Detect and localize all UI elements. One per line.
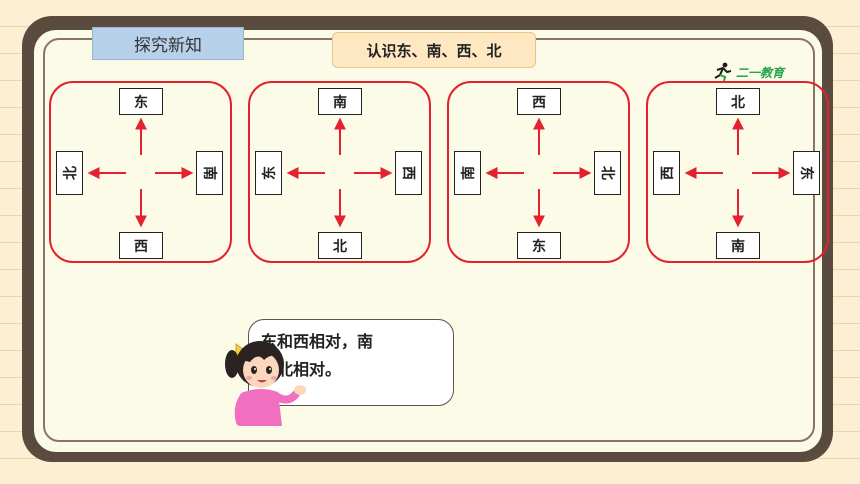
direction-diagram-2: [248, 81, 431, 263]
diagram-3-right-label: 北: [594, 151, 621, 195]
diagram-4-bottom-label: 南: [716, 232, 760, 259]
speech-line-1: 东和西相对，南: [261, 332, 374, 351]
diagram-2-right-label: 西: [395, 151, 422, 195]
direction-diagram-3: [447, 81, 630, 263]
girl-illustration: [225, 341, 306, 426]
diagram-3-bottom-label: 东: [517, 232, 561, 259]
diagram-1-left-label: 北: [56, 151, 83, 195]
runner-icon: [714, 62, 732, 82]
section-label: 探究新知: [92, 27, 244, 60]
diagram-1-bottom-label: 西: [119, 232, 163, 259]
diagram-4-left-label: 西: [653, 151, 680, 195]
diagram-3-left-label: 南: [454, 151, 481, 195]
diagram-3-top-label: 西: [517, 88, 561, 115]
section-label-text: 探究新知: [134, 36, 202, 56]
diagram-2-top-label: 南: [318, 88, 362, 115]
diagram-4-top-label: 北: [716, 88, 760, 115]
brand-logo-text: 二一教育: [736, 65, 785, 80]
topic-title: 认识东、南、西、北: [332, 32, 536, 68]
brand-logo: 二一教育: [712, 60, 784, 84]
diagram-4-right-label: 东: [793, 151, 820, 195]
diagram-2-left-label: 东: [255, 151, 282, 195]
diagram-1-right-label: 南: [196, 151, 223, 195]
direction-diagram-4: [646, 81, 829, 263]
diagram-1-top-label: 东: [119, 88, 163, 115]
diagram-2-bottom-label: 北: [318, 232, 362, 259]
direction-diagram-1: [49, 81, 232, 263]
topic-title-text: 认识东、南、西、北: [366, 41, 502, 60]
